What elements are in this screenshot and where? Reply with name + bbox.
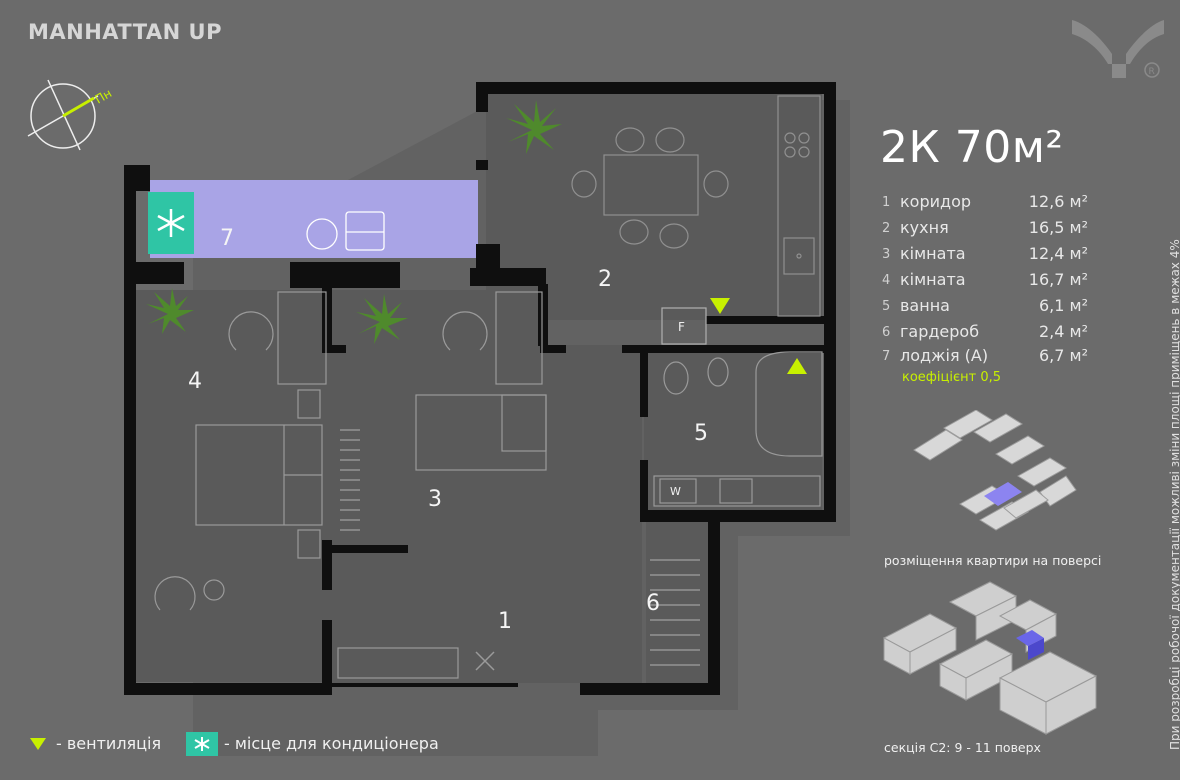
room-row: 7 лоджія (А) 6,7 м² bbox=[882, 346, 1088, 370]
room-row: 3 кімната 12,4 м² bbox=[882, 244, 1088, 268]
room-number: 5 bbox=[882, 299, 891, 314]
room-area: 16,7 м² bbox=[1028, 270, 1088, 289]
legend-ventilation: - вентиляція bbox=[56, 734, 162, 753]
room-4-furniture bbox=[154, 291, 459, 679]
room-area: 12,4 м² bbox=[1028, 244, 1088, 263]
legend-ac: - місце для кондиціонера bbox=[224, 734, 439, 753]
room-area: 6,1 м² bbox=[1038, 296, 1088, 315]
ventilation-icon bbox=[787, 358, 807, 374]
room-5-label: 5 bbox=[694, 421, 708, 446]
room-row: 1 коридор 12,6 м² bbox=[882, 192, 1088, 216]
floor-position-caption: розміщення квартири на поверсі bbox=[884, 553, 1102, 568]
room-row: 6 гардероб 2,4 м² bbox=[882, 322, 1088, 346]
room-1-floor bbox=[332, 345, 642, 683]
room-name: кімната bbox=[900, 244, 966, 263]
room-2-label: 2 bbox=[598, 267, 612, 292]
section-diagram bbox=[882, 581, 1098, 735]
plant-icon bbox=[146, 100, 562, 344]
loggia-coefficient: коефіцієнт 0,5 bbox=[902, 370, 1002, 385]
brand-name: MANHATTAN UP bbox=[28, 20, 223, 44]
walls bbox=[124, 82, 836, 695]
room-5-floor bbox=[644, 352, 822, 510]
room-name: ванна bbox=[900, 296, 950, 315]
room-row: 5 ванна 6,1 м² bbox=[882, 296, 1088, 320]
room-name: кімната bbox=[900, 270, 966, 289]
loggia-furniture bbox=[306, 211, 385, 251]
ventilation-icon bbox=[710, 298, 730, 314]
room-name: коридор bbox=[900, 192, 972, 211]
room-area: 6,7 м² bbox=[1038, 346, 1088, 365]
room-3-furniture bbox=[415, 291, 547, 471]
room-1-label: 1 bbox=[498, 609, 512, 634]
vertical-disclaimer: При розробці робочої документації можлив… bbox=[1168, 239, 1180, 750]
room-3-label: 3 bbox=[428, 487, 442, 512]
room-row: 2 кухня 16,5 м² bbox=[882, 218, 1088, 242]
room-7-floor bbox=[150, 180, 478, 258]
room-6-label: 6 bbox=[646, 591, 660, 616]
room-row: 4 кімната 16,7 м² bbox=[882, 270, 1088, 294]
room-4-floor bbox=[136, 290, 332, 682]
room-6-floor bbox=[646, 522, 708, 684]
room-7-label: 7 bbox=[220, 226, 234, 251]
section-caption: секція С2: 9 - 11 поверх bbox=[884, 740, 1041, 755]
room-number: 1 bbox=[882, 195, 891, 210]
compass-icon: Пн bbox=[27, 79, 115, 151]
room-name: лоджія (А) bbox=[900, 346, 989, 365]
room-number: 6 bbox=[882, 325, 891, 340]
north-label: Пн bbox=[93, 86, 115, 107]
room-number: 2 bbox=[882, 221, 891, 236]
ventilation-icon bbox=[30, 738, 46, 750]
fridge-label: F bbox=[678, 320, 685, 334]
fridge bbox=[661, 307, 707, 345]
room-name: гардероб bbox=[900, 322, 980, 341]
bath-furniture bbox=[653, 351, 823, 507]
floor-plan: Пн bbox=[27, 79, 836, 695]
room-area: 2,4 м² bbox=[1038, 322, 1088, 341]
apartment-type: 2К 70м² bbox=[880, 122, 1064, 173]
room-number: 7 bbox=[882, 349, 891, 364]
kitchen-furniture bbox=[571, 95, 821, 317]
closet-rails bbox=[340, 429, 700, 666]
room-number: 3 bbox=[882, 247, 891, 262]
floor-position-diagram bbox=[913, 410, 1077, 531]
room-number: 4 bbox=[882, 273, 891, 288]
room-name: кухня bbox=[900, 218, 949, 237]
ac-unit-icon bbox=[148, 192, 194, 254]
washer-label: W bbox=[670, 485, 681, 498]
brand-logo-icon: R bbox=[1072, 20, 1164, 78]
room-area: 12,6 м² bbox=[1028, 192, 1088, 211]
svg-text:R: R bbox=[1149, 67, 1155, 77]
room-4-label: 4 bbox=[188, 369, 202, 394]
room-area: 16,5 м² bbox=[1028, 218, 1088, 237]
ac-unit-icon bbox=[186, 732, 218, 756]
